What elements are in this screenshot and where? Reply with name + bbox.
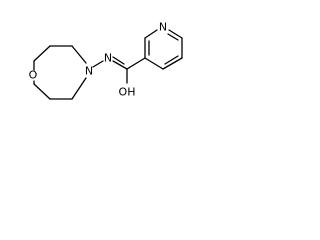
pyridine-nitrogen-label: N [159,21,167,34]
hydroxyl-label: OH [119,86,136,99]
double-bond-carbonyl-to-nh [112,56,125,65]
bond-n-to-c1 [71,45,87,64]
bond-c6-to-n [71,77,87,100]
bond-ring-to-carbonyl [126,57,146,70]
bond-c3-c4 [144,57,164,70]
bond-carbonyl-to-nh [112,60,128,70]
amide-nitrogen-label: N [104,52,112,65]
double-bond-c4-c5 [164,55,179,65]
bond-n1-c2 [144,29,158,39]
bond-c4-c5 [162,57,183,70]
bond-nh-to-ring-nitrogen [92,60,104,68]
bond-c4-c5 [33,83,51,100]
bond-c6-n1 [168,29,183,39]
oxazocane-ring [33,45,87,100]
ring-nitrogen-label: N [85,65,93,78]
chemical-structure-diagram: N OH N N O [29,21,183,100]
bond-c2-c3 [33,45,51,62]
ring-oxygen-label: O [29,69,38,82]
double-bond-c6-n1 [167,33,179,41]
pyridine-ring [144,29,183,70]
